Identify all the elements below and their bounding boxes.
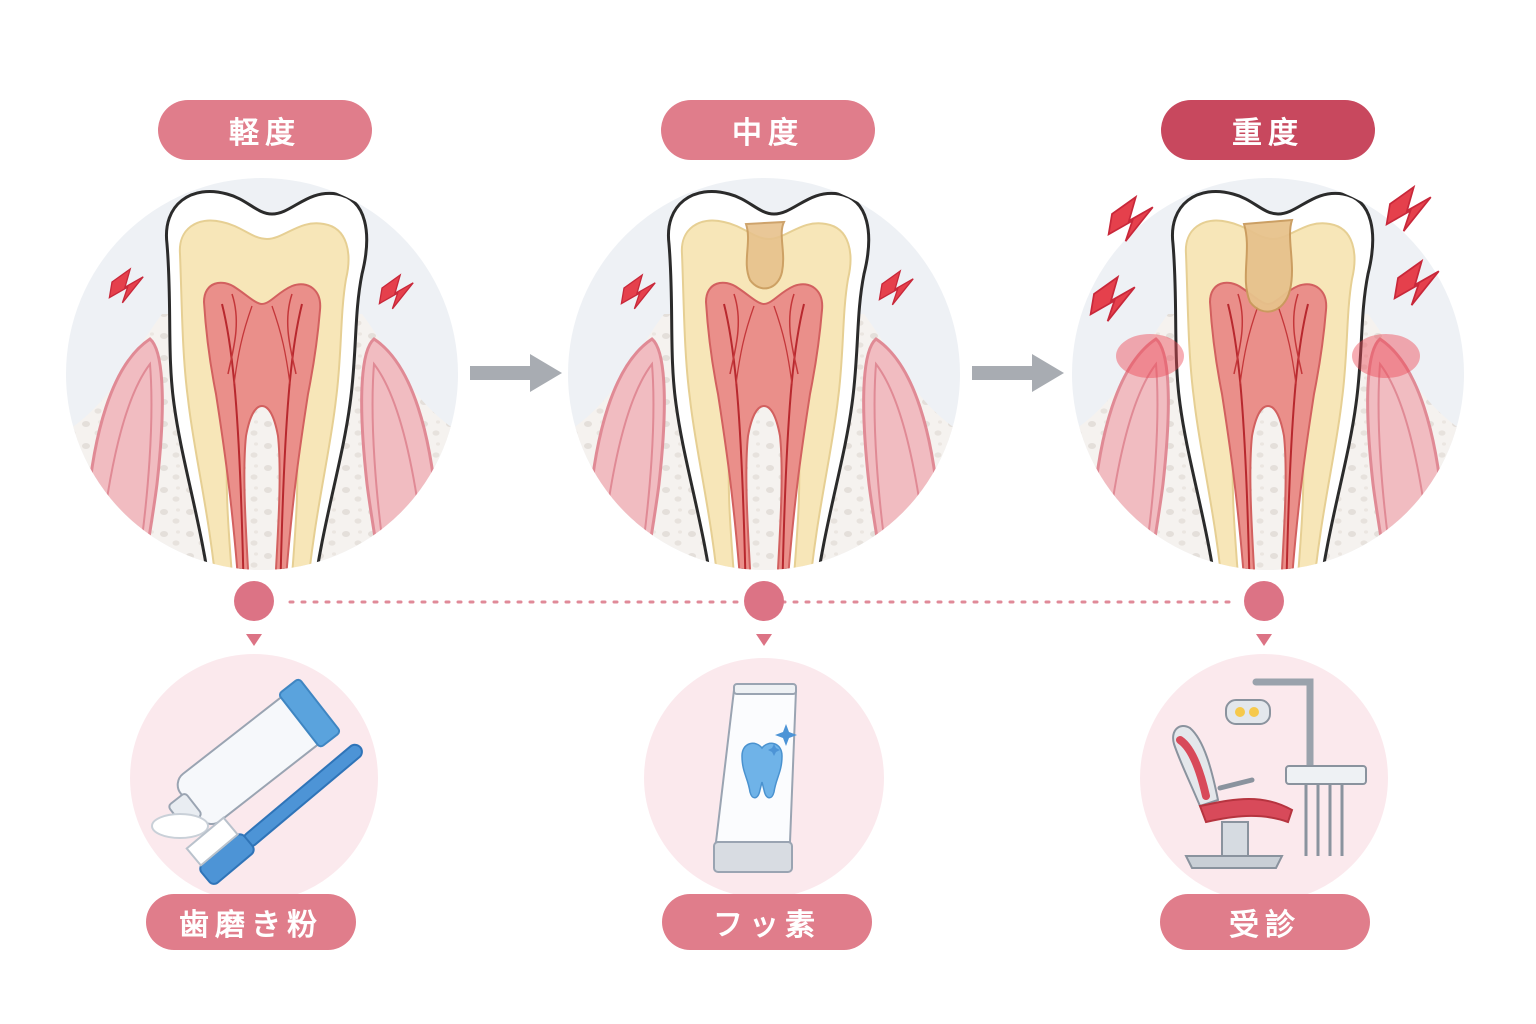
tooth-mild-illustration: [62, 178, 462, 604]
stage-label-severe: 重度: [1161, 100, 1375, 160]
care-label-dental-visit: 受診: [1160, 894, 1370, 950]
arrow-right-icon: [470, 354, 562, 392]
arrow-right-icon: [972, 354, 1064, 392]
toothpaste-and-toothbrush-icon: [151, 678, 363, 885]
tooth-moderate-illustration: [564, 178, 964, 604]
timeline-dot: [744, 581, 784, 621]
timeline-dot: [234, 581, 274, 621]
care-label-toothpaste: 歯磨き粉: [146, 894, 356, 950]
tooth-severe-illustration: [1068, 178, 1468, 604]
down-pointer-icon: [756, 634, 772, 646]
care-label-fluoride: フッ素: [662, 894, 872, 950]
dental-chair-icon: [1172, 678, 1367, 869]
stage-label-moderate: 中度: [661, 100, 875, 160]
timeline-dot: [1244, 581, 1284, 621]
down-pointer-icon: [246, 634, 262, 646]
care-circle: [1140, 654, 1388, 902]
down-pointer-icon: [1256, 634, 1272, 646]
stage-label-mild: 軽度: [158, 100, 372, 160]
fluoride-tube-icon: [713, 683, 798, 873]
